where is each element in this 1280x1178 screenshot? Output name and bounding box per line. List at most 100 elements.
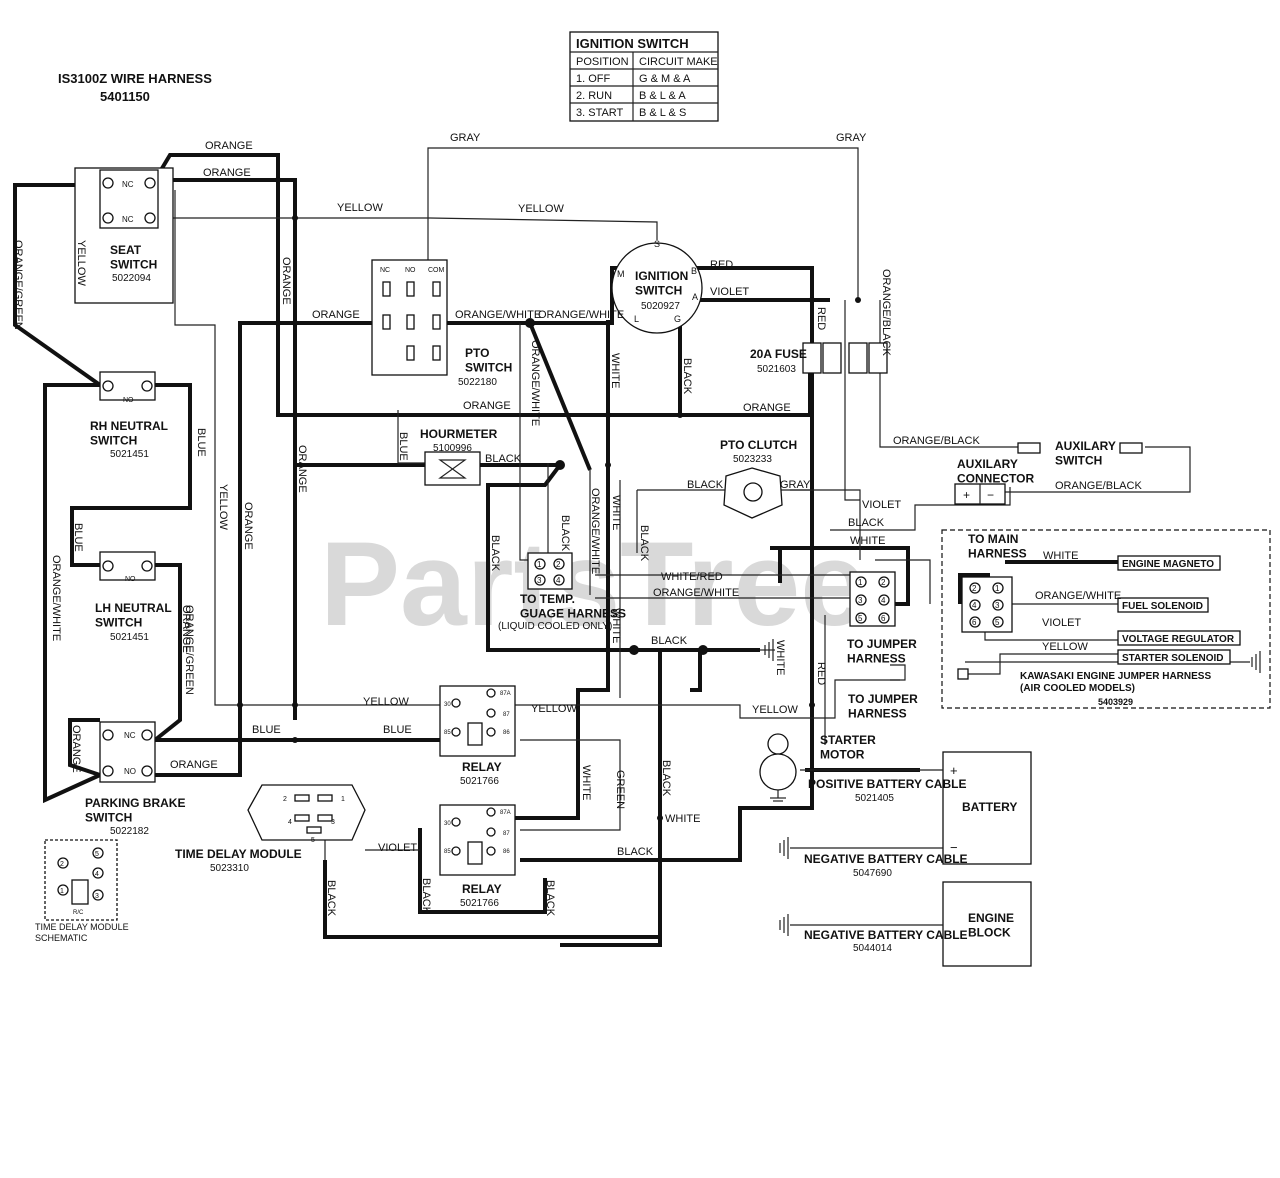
battery-cables: POSITIVE BATTERY CABLE 5021405 NEGATIVE … bbox=[790, 769, 968, 954]
relay2-part: 5021766 bbox=[460, 898, 499, 909]
neg-cable-label: NEGATIVE BATTERY CABLE bbox=[804, 852, 968, 866]
wire-label: ORANGE/BLACK bbox=[880, 269, 892, 356]
wire-label: WHITE bbox=[665, 813, 700, 825]
wire-label: BLUE bbox=[72, 523, 84, 552]
wire-label: WHITE bbox=[774, 640, 786, 675]
wire-label: ORANGE/BLACK bbox=[1055, 480, 1142, 492]
wire-label: BLACK bbox=[325, 880, 337, 917]
watermark: PartsTree bbox=[320, 517, 867, 651]
aux-plus: + bbox=[963, 488, 970, 502]
temp-gauge-connector: 1 2 3 4 TO TEMP.GUAGE HARNESS (LIQUID CO… bbox=[498, 552, 626, 632]
wire-label: ORANGE bbox=[242, 502, 254, 550]
wire-label: ORANGE/WHITE bbox=[529, 340, 541, 426]
kaw-output: STARTER SOLENOID bbox=[1122, 653, 1223, 664]
kaw-pin: 3 bbox=[995, 601, 1000, 610]
wire-label: ORANGE/WHITE bbox=[538, 309, 624, 321]
parking-brake-no: NO bbox=[124, 767, 136, 776]
wire-label: ORANGE/GREEN bbox=[183, 605, 195, 695]
tdm-schem-pin: 1 bbox=[60, 888, 64, 895]
wire-label: VIOLET bbox=[862, 499, 901, 511]
wire-label: GRAY bbox=[450, 132, 481, 144]
wire-label: ORANGE bbox=[70, 725, 82, 773]
wire-label: YELLOW bbox=[337, 202, 383, 214]
wire-label: WHITE bbox=[1043, 550, 1078, 562]
wire-label: YELLOW bbox=[531, 703, 577, 715]
ignition-table-cell: B & L & S bbox=[639, 107, 686, 119]
wire-label: BLACK bbox=[687, 479, 724, 491]
kaw-pin: 1 bbox=[995, 584, 1000, 593]
pto-clutch-part: 5023233 bbox=[733, 454, 772, 465]
wire-label: BLUE bbox=[252, 724, 281, 736]
wire-label: ORANGE bbox=[463, 400, 511, 412]
relay1-pin: 85 bbox=[444, 730, 451, 736]
parking-brake-nc: NC bbox=[124, 731, 136, 740]
lh-neutral-no: NO bbox=[125, 576, 136, 583]
relay2-pin: 85 bbox=[444, 849, 451, 855]
tdm-schem-pin: 4 bbox=[95, 871, 99, 878]
tdm-pin: 4 bbox=[288, 819, 292, 826]
temp-pin: 3 bbox=[537, 576, 542, 585]
kaw-pin: 2 bbox=[972, 584, 977, 593]
jumper-pin: 2 bbox=[881, 578, 886, 587]
harness-title: IS3100Z WIRE HARNESS bbox=[58, 71, 212, 86]
relay1-pin: 87A bbox=[500, 691, 511, 697]
wire-label: ORANGE bbox=[170, 759, 218, 771]
kaw-pin: 5 bbox=[995, 618, 1000, 627]
neg-cable-part: 5047690 bbox=[853, 868, 892, 879]
relay1-part: 5021766 bbox=[460, 776, 499, 787]
wire-label: ORANGE bbox=[205, 140, 253, 152]
battery: + − BATTERY bbox=[942, 751, 1032, 865]
wire-label: BLACK bbox=[848, 517, 885, 529]
wire-label: YELLOW bbox=[217, 484, 229, 530]
wire-labels: ORANGE ORANGE GRAY GRAY YELLOW YELLOW OR… bbox=[12, 132, 1142, 917]
seat-switch-part: 5022094 bbox=[112, 273, 151, 284]
tdm-pin: 5 bbox=[311, 837, 315, 844]
wire-label: WHITE bbox=[610, 608, 622, 643]
wire-label: BLACK bbox=[638, 525, 650, 562]
wire-label: BLUE bbox=[397, 432, 409, 461]
wire-label: GRAY bbox=[836, 132, 867, 144]
wire-label: BLACK bbox=[681, 358, 693, 395]
wire-label: BLUE bbox=[195, 428, 207, 457]
neg-cable-2-part: 5044014 bbox=[853, 943, 892, 954]
kaw-output: VOLTAGE REGULATOR bbox=[1122, 634, 1235, 645]
ignition-table-title: IGNITION SWITCH bbox=[576, 36, 689, 51]
wire-label: VIOLET bbox=[378, 842, 417, 854]
ignition-table-cell: 1. OFF bbox=[576, 73, 611, 85]
wire-label: RED bbox=[710, 259, 733, 271]
wire-label: RED bbox=[815, 662, 827, 685]
tdm-pin: 1 bbox=[341, 796, 345, 803]
ignition-table-cell: 2. RUN bbox=[576, 90, 612, 102]
relay-1: 30 87A 87 85 86 RELAY 5021766 bbox=[439, 685, 516, 787]
wire-label: YELLOW bbox=[1042, 641, 1088, 653]
rh-neutral-no: NO bbox=[123, 397, 134, 404]
kaw-output: FUEL SOLENOID bbox=[1122, 601, 1203, 612]
wire-label: VIOLET bbox=[710, 286, 749, 298]
wire-label: ORANGE/GREEN bbox=[12, 240, 24, 330]
relay2-pin: 86 bbox=[503, 849, 510, 855]
wire-label: ORANGE/WHITE bbox=[1035, 590, 1121, 602]
tdm-pin: 3 bbox=[331, 819, 335, 826]
lh-neutral-part: 5021451 bbox=[110, 632, 149, 643]
battery-minus: − bbox=[950, 840, 958, 855]
rh-neutral-part: 5021451 bbox=[110, 449, 149, 460]
pto-term: NC bbox=[380, 267, 390, 274]
